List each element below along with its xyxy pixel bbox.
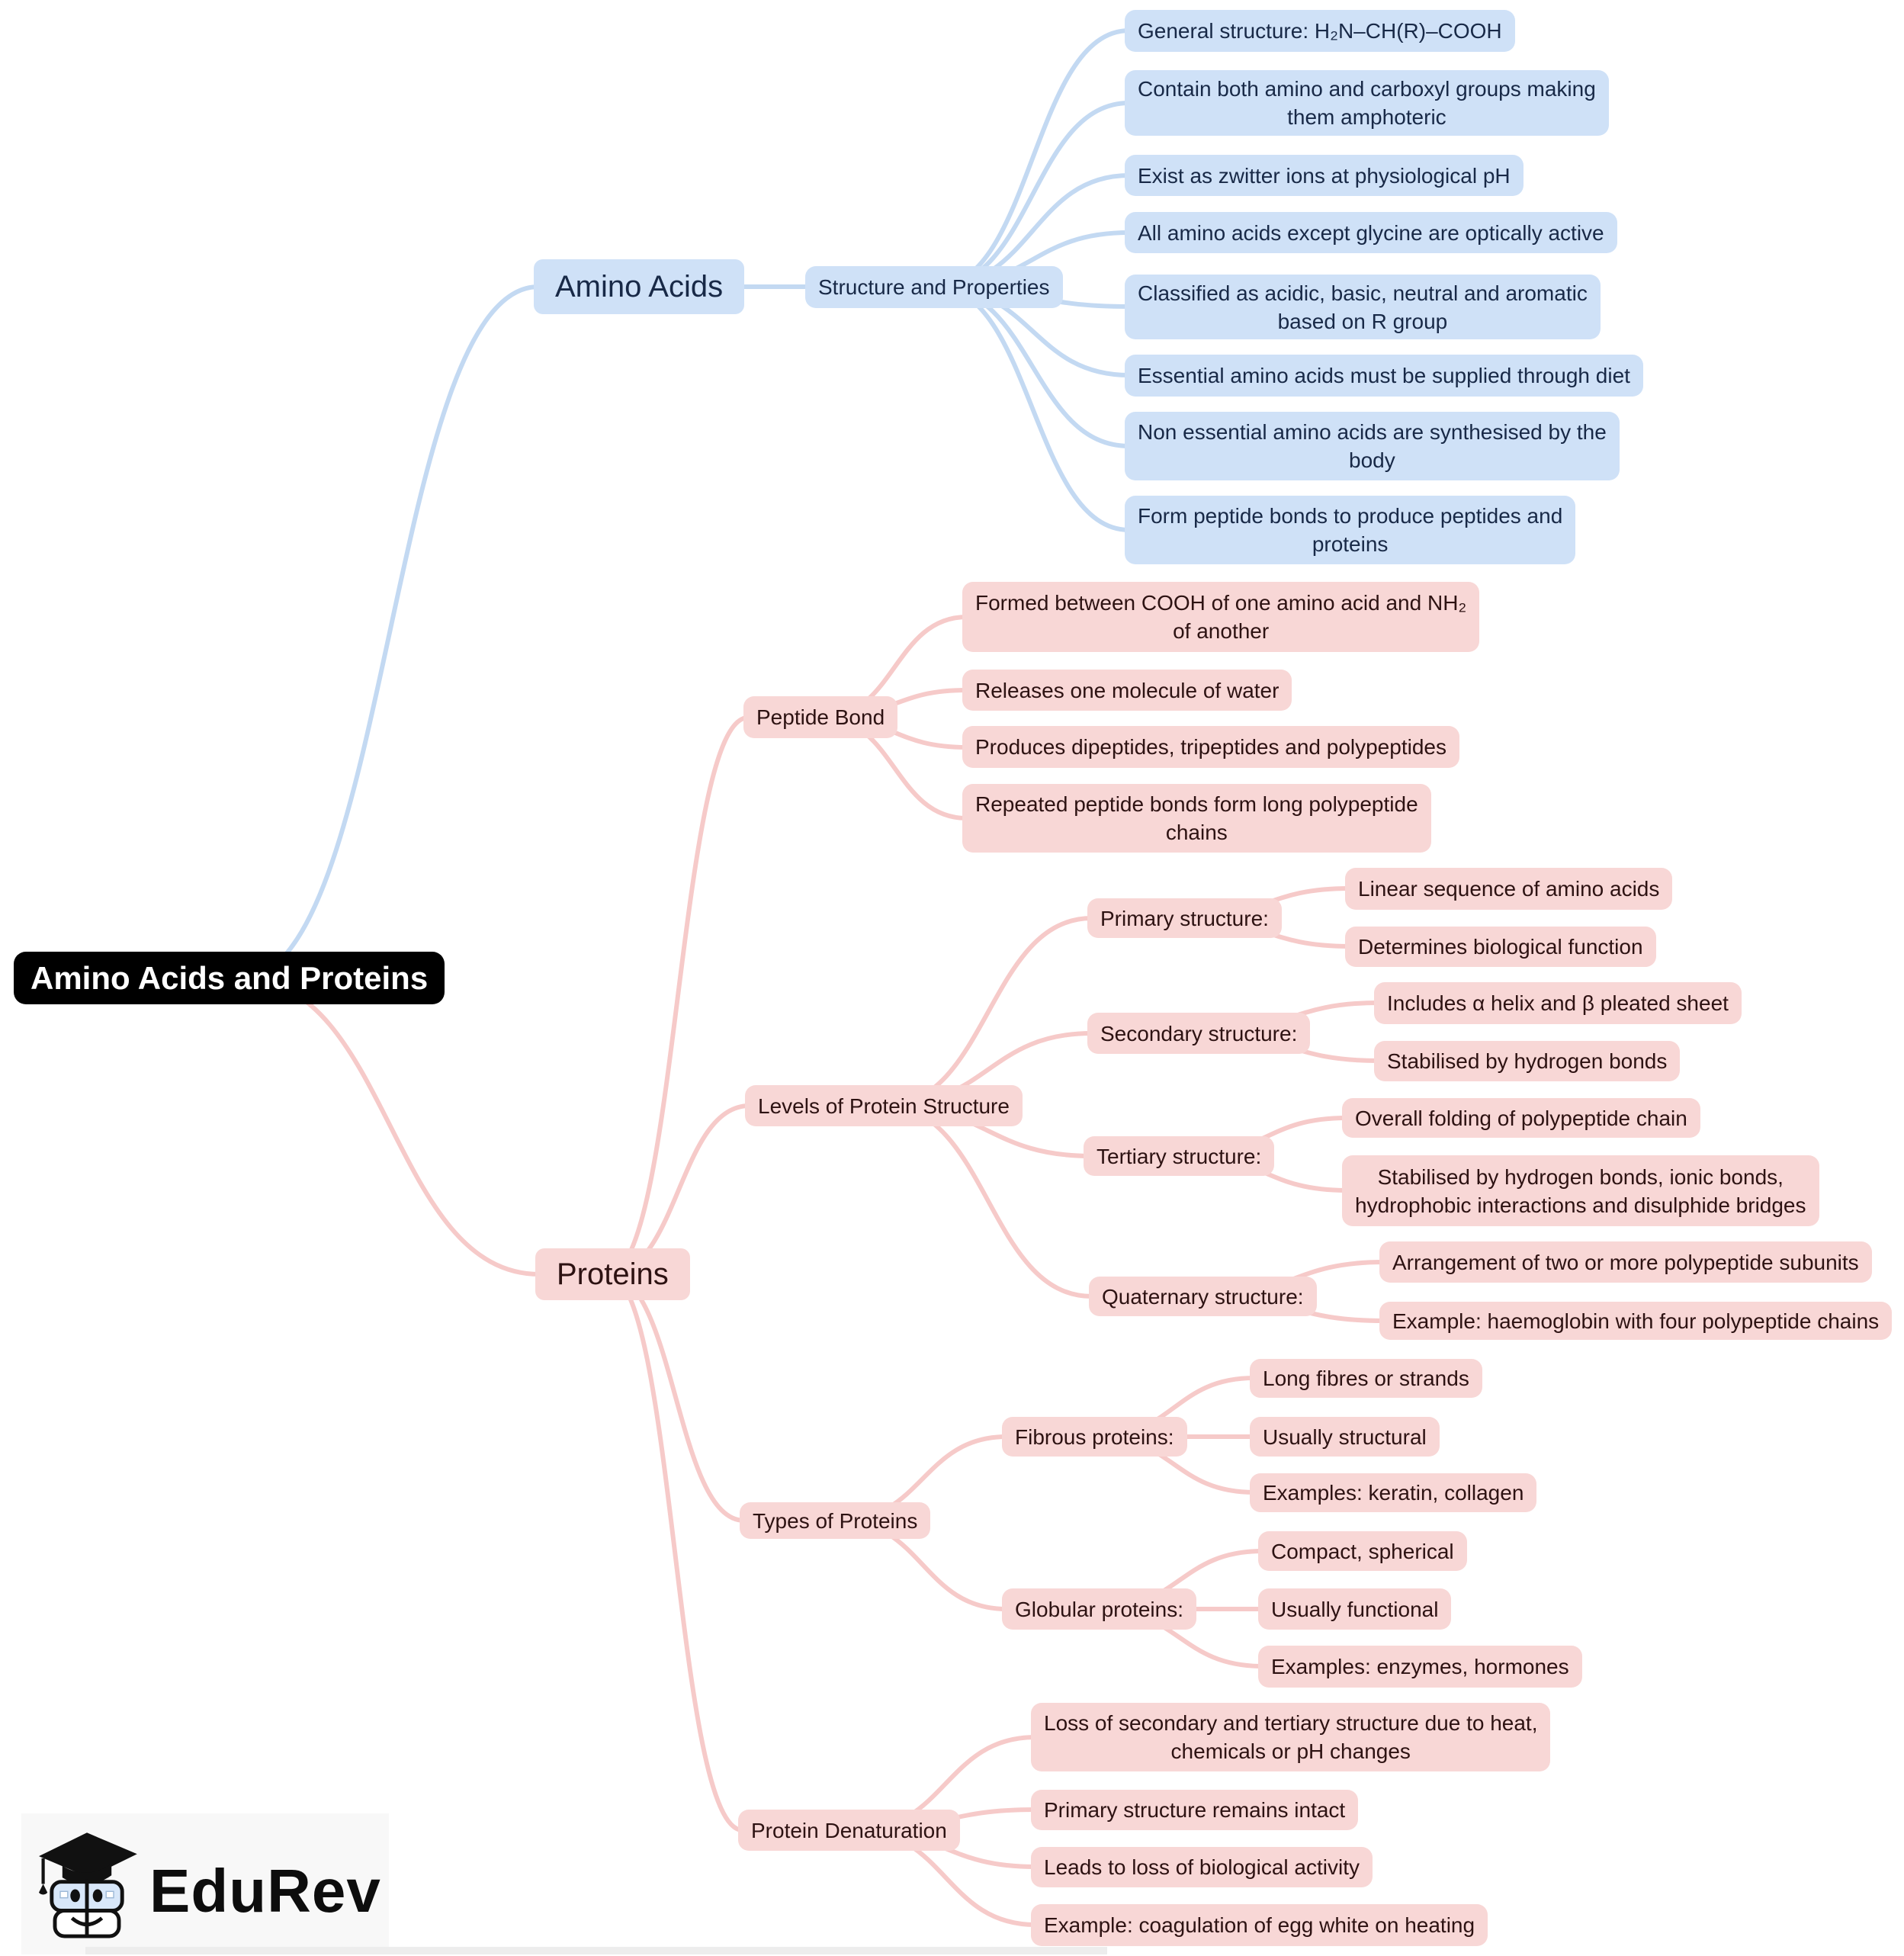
edurev-logo-text: EduRev xyxy=(149,1857,381,1925)
node-primary-structure: Primary structure: xyxy=(1087,898,1282,938)
node-secondary-structure: Secondary structure: xyxy=(1087,1013,1311,1054)
node-quaternary-structure: Quaternary structure: xyxy=(1089,1277,1317,1316)
leaf-linear-sequence: Linear sequence of amino acids xyxy=(1345,868,1673,910)
node-amino-acids: Amino Acids xyxy=(534,259,745,314)
bottom-border-bar xyxy=(85,1947,1107,1954)
leaf-long-fibres: Long fibres or strands xyxy=(1250,1359,1482,1398)
leaf-loss-of-structure: Loss of secondary and tertiary structure… xyxy=(1031,1703,1551,1771)
leaf-compact-spherical: Compact, spherical xyxy=(1258,1531,1467,1571)
leaf-non-essential-amino-acids: Non essential amino acids are synthesise… xyxy=(1125,412,1620,480)
node-peptide-bond: Peptide Bond xyxy=(743,696,898,738)
leaf-essential-amino-acids: Essential amino acids must be supplied t… xyxy=(1125,355,1643,397)
leaf-enzymes-hormones: Examples: enzymes, hormones xyxy=(1258,1646,1582,1688)
leaf-usually-structural: Usually structural xyxy=(1250,1417,1440,1457)
leaf-form-peptide-bonds: Form peptide bonds to produce peptides a… xyxy=(1125,496,1576,564)
leaf-general-structure: General structure: H₂N–CH(R)–COOH xyxy=(1125,10,1515,52)
leaf-produces-peptides: Produces dipeptides, tripeptides and pol… xyxy=(962,726,1459,768)
leaf-amphoteric-groups: Contain both amino and carboxyl groups m… xyxy=(1125,70,1609,136)
leaf-r-group-classification: Classified as acidic, basic, neutral and… xyxy=(1125,275,1601,339)
leaf-primary-structure-intact: Primary structure remains intact xyxy=(1031,1790,1359,1830)
leaf-determines-function: Determines biological function xyxy=(1345,927,1656,967)
node-proteins: Proteins xyxy=(535,1248,690,1300)
node-types-of-proteins: Types of Proteins xyxy=(740,1502,931,1539)
leaf-overall-folding: Overall folding of polypeptide chain xyxy=(1342,1098,1700,1138)
leaf-long-polypeptide-chains: Repeated peptide bonds form long polypep… xyxy=(962,784,1431,853)
node-fibrous-proteins: Fibrous proteins: xyxy=(1002,1417,1187,1457)
node-protein-denaturation: Protein Denaturation xyxy=(738,1810,960,1851)
node-levels-of-protein-structure: Levels of Protein Structure xyxy=(745,1085,1023,1126)
leaf-egg-white-example: Example: coagulation of egg white on hea… xyxy=(1031,1904,1488,1946)
leaf-usually-functional: Usually functional xyxy=(1258,1588,1452,1630)
node-structure-and-properties: Structure and Properties xyxy=(805,266,1063,308)
node-globular-proteins: Globular proteins: xyxy=(1002,1588,1197,1630)
leaf-releases-water: Releases one molecule of water xyxy=(962,670,1292,711)
leaf-peptide-bond-formed-between: Formed between COOH of one amino acid an… xyxy=(962,582,1480,652)
leaf-optically-active: All amino acids except glycine are optic… xyxy=(1125,212,1617,253)
leaf-alpha-helix-beta-sheet: Includes α helix and β pleated sheet xyxy=(1374,982,1742,1024)
leaf-loss-of-biological-activity: Leads to loss of biological activity xyxy=(1031,1847,1373,1887)
leaf-secondary-hydrogen-bonds: Stabilised by hydrogen bonds xyxy=(1374,1041,1681,1081)
edurev-mascot-icon xyxy=(39,1832,137,1938)
leaf-zwitter-ions: Exist as zwitter ions at physiological p… xyxy=(1125,155,1524,196)
leaf-subunit-arrangement: Arrangement of two or more polypeptide s… xyxy=(1379,1241,1872,1283)
leaf-keratin-collagen: Examples: keratin, collagen xyxy=(1250,1473,1537,1512)
leaf-haemoglobin-example: Example: haemoglobin with four polypepti… xyxy=(1379,1302,1893,1340)
node-tertiary-structure: Tertiary structure: xyxy=(1084,1136,1275,1176)
leaf-tertiary-stabilised-by: Stabilised by hydrogen bonds, ionic bond… xyxy=(1342,1155,1819,1226)
root-node-title: Amino Acids and Proteins xyxy=(14,952,445,1004)
